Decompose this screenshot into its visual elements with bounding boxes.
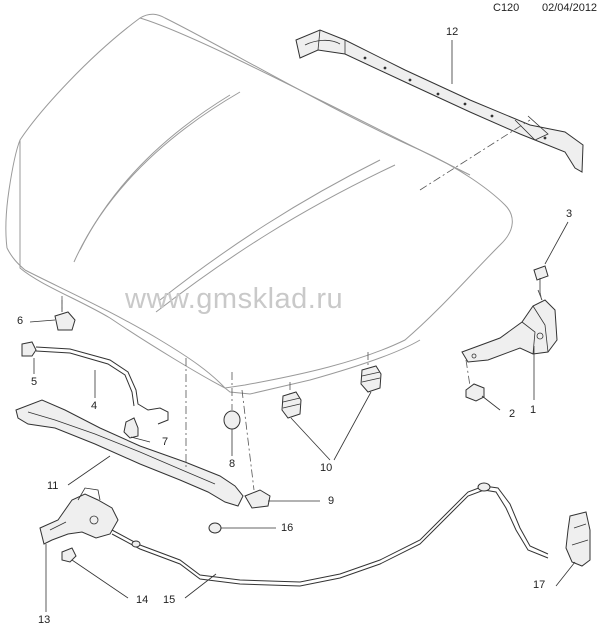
hood-latch-13 (39, 487, 119, 545)
callout-6: 6 (17, 315, 24, 327)
bumper-plug-8 (223, 410, 241, 430)
hinge-nut-2 (465, 383, 485, 402)
diagram-code: C120 (493, 2, 520, 14)
prop-rod-4 (35, 346, 169, 425)
latch-bolt-14 (61, 547, 77, 563)
clip-6 (54, 300, 76, 331)
callout-11: 11 (47, 480, 59, 492)
assembly-guide-lines (61, 119, 543, 491)
hood-seal-11 (15, 399, 244, 507)
hood-panel (5, 13, 513, 395)
callout-1: 1 (530, 404, 537, 416)
callout-4: 4 (91, 400, 98, 412)
bumpers-10 (281, 365, 382, 419)
callout-leaders (29, 40, 576, 612)
callout-16: 16 (281, 522, 294, 534)
hinge-bolt-3 (533, 265, 549, 292)
rod-holder-7 (123, 417, 139, 439)
callout-3: 3 (566, 208, 573, 220)
bump-stop-9 (244, 489, 271, 509)
callout-5: 5 (31, 376, 38, 388)
callout-8: 8 (229, 458, 236, 470)
rod-clip-5 (21, 341, 37, 357)
callout-13: 13 (38, 614, 51, 626)
support-bar-12 (295, 29, 584, 173)
diagram-date: 02/04/2012 (542, 2, 598, 14)
callout-10: 10 (320, 462, 333, 474)
callout-7: 7 (162, 436, 169, 448)
watermark: www.gmsklad.ru (125, 283, 344, 315)
hood-hinge-1 (461, 289, 558, 363)
callout-12: 12 (446, 26, 459, 38)
callout-2: 2 (509, 408, 516, 420)
release-cable-15 (111, 482, 549, 587)
release-handle-17 (565, 511, 591, 567)
callout-9: 9 (328, 495, 335, 507)
callout-14: 14 (136, 594, 149, 606)
grommet-16 (208, 522, 222, 534)
callout-15: 15 (163, 594, 176, 606)
callout-17: 17 (533, 579, 546, 591)
